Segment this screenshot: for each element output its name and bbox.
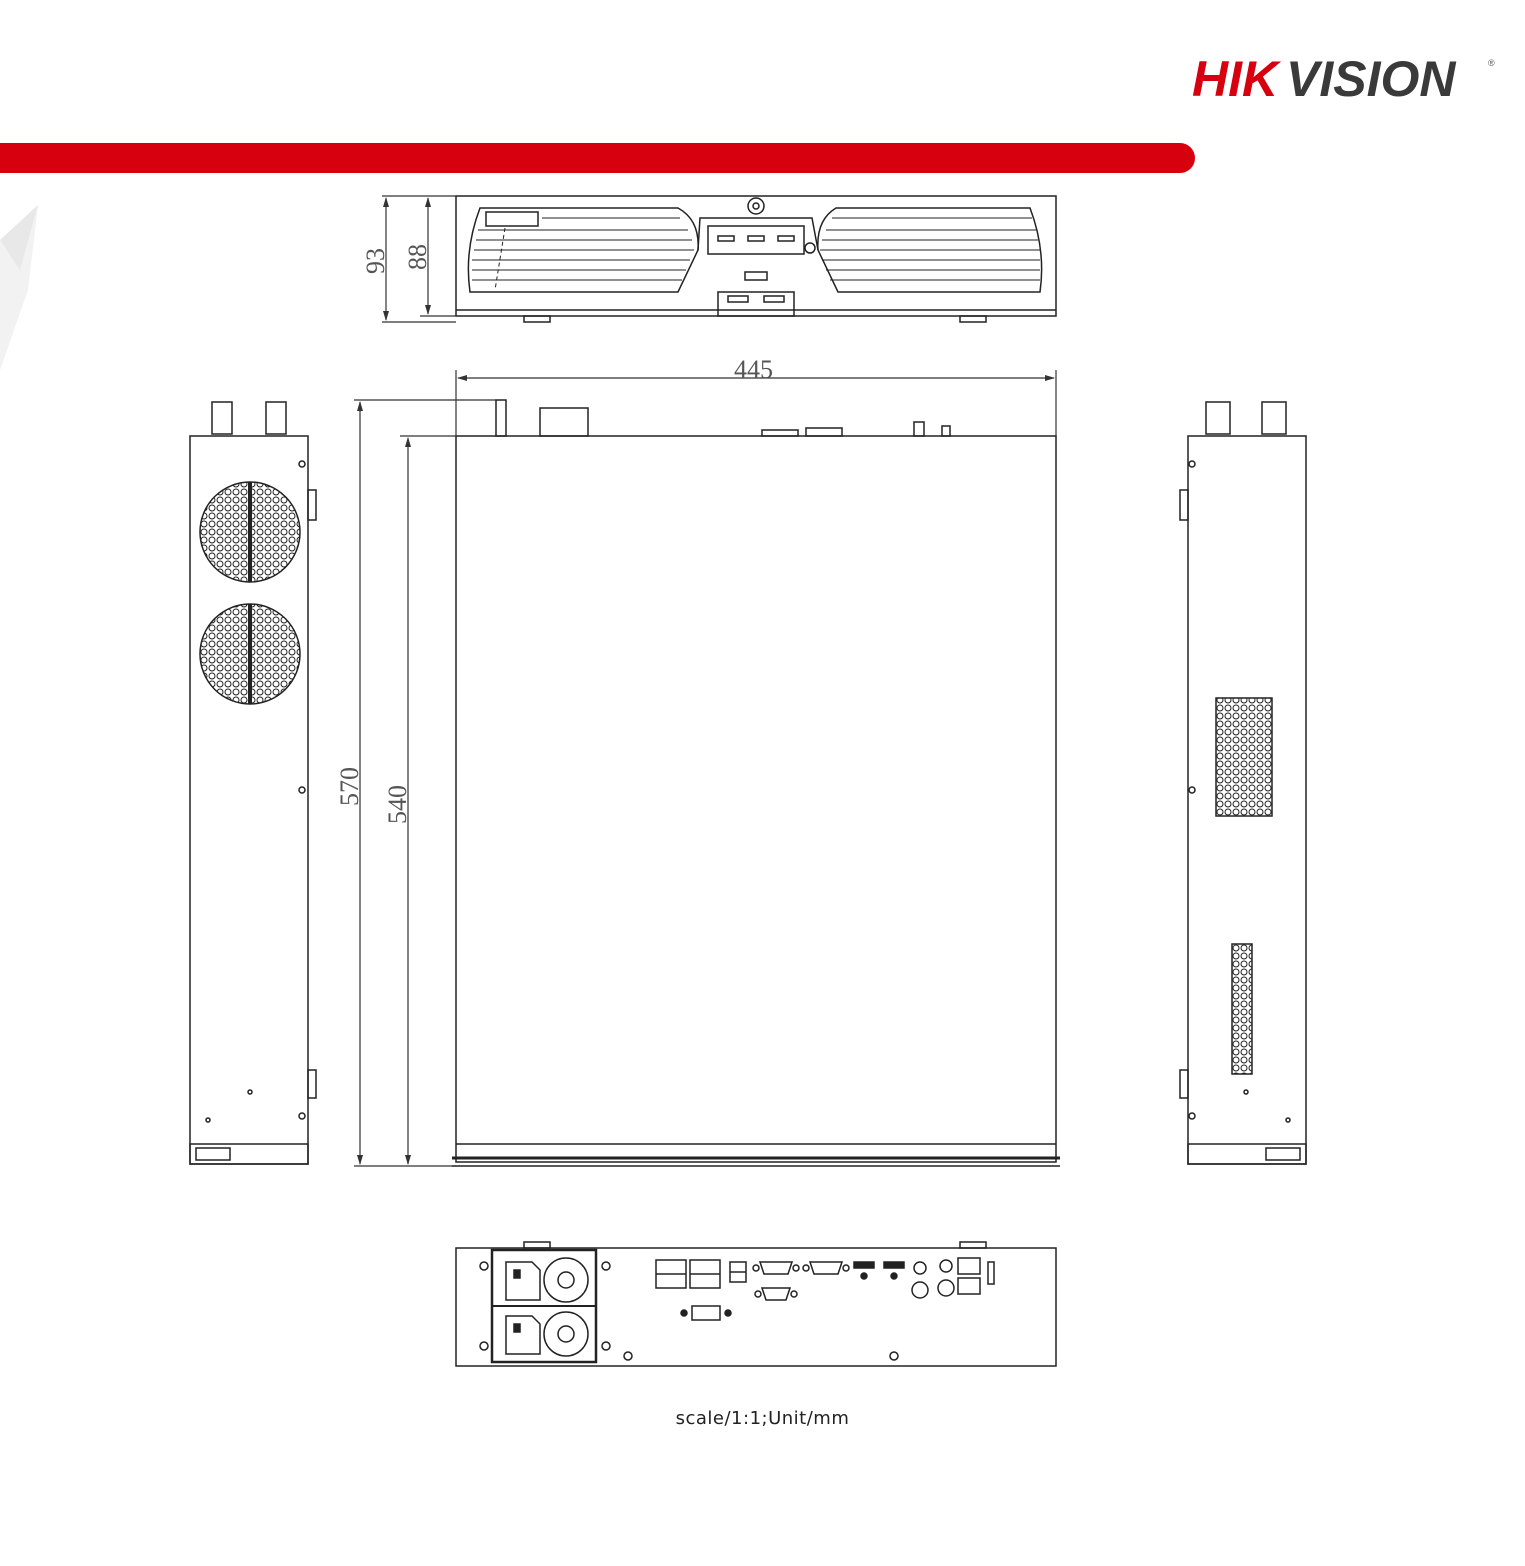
scale-note: scale/1:1;Unit/mm (675, 1408, 850, 1429)
dim-label-540: 540 (383, 785, 412, 824)
top-view (452, 399, 1060, 1167)
logo-hik-text: HIK (1192, 51, 1282, 107)
front-view (455, 195, 1057, 323)
decorative-shape (0, 205, 38, 370)
header-red-bar (0, 143, 1195, 173)
dim-label-445: 445 (734, 355, 773, 384)
logo-vision-text: VISION (1286, 51, 1456, 107)
dim-label-88: 88 (403, 244, 432, 270)
left-side-view (189, 401, 317, 1165)
hikvision-logo: HIK VISION ® (1192, 51, 1495, 107)
rear-view (455, 1241, 1057, 1367)
front-height-dimensions (382, 195, 456, 323)
svg-text:®: ® (1488, 58, 1495, 68)
dim-label-570: 570 (335, 767, 364, 806)
right-side-view (1179, 401, 1307, 1165)
dim-label-93: 93 (361, 248, 390, 274)
top-dimensions (354, 370, 1057, 1167)
